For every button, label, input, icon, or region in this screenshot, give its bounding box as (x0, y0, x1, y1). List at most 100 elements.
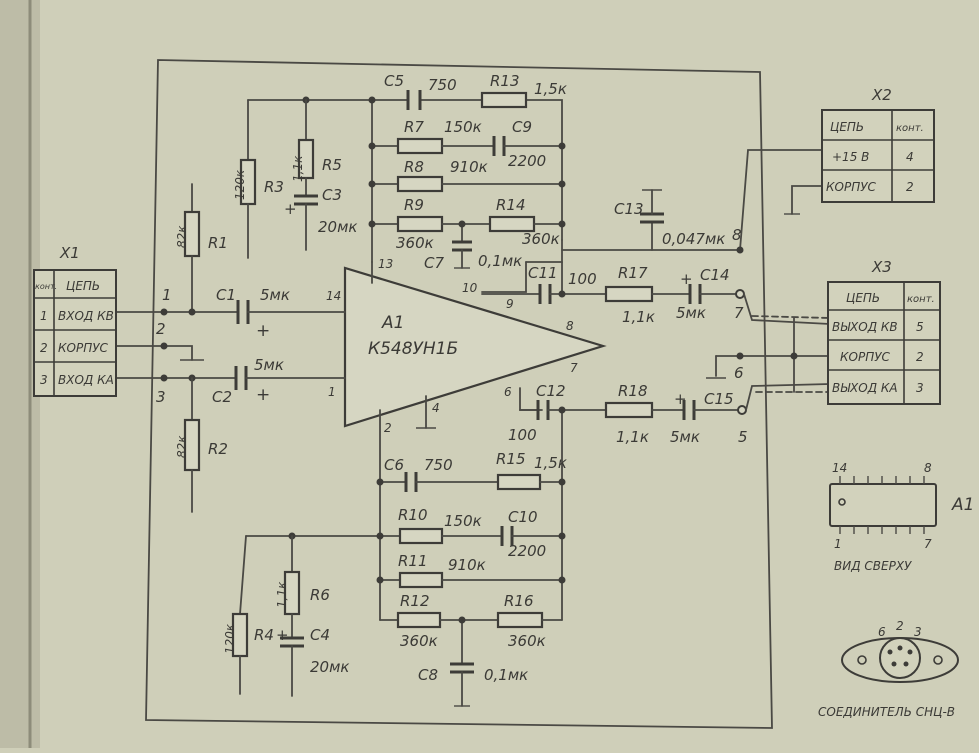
x1-row3-num: 3 (40, 373, 48, 387)
connector-pin-6: 6 (878, 625, 886, 639)
x2-title: X2 (871, 86, 892, 104)
ic-ref: A1 (951, 495, 974, 515)
node-5: 5 (738, 428, 748, 446)
r6-ref: R6 (310, 586, 330, 604)
c11-capacitor: C11 100 (481, 261, 607, 304)
r6-value: 1,1к (275, 581, 289, 608)
x1-row3-name: ВХОД КА (58, 373, 114, 387)
r13-top-value: 1,5к (534, 80, 567, 98)
r17-resistor (604, 285, 654, 303)
c14-value: 5мк (676, 304, 706, 322)
c12-capacitor: C12 100 (508, 382, 607, 483)
r3-r5-c3-network: R3 120к R5 1,1к C3 20мк + (233, 99, 357, 259)
r7-ref: R7 (404, 118, 424, 136)
x1-wire-1: 1 (162, 286, 172, 304)
x3-row2-num: 2 (916, 350, 924, 364)
c1-value: 5мк (260, 286, 290, 304)
input-network: R1 82к C1 5мк + 1 2 C2 5мк + 3 R2 82к (113, 183, 346, 513)
connector-caption: СОЕДИНИТЕЛЬ СНЦ-В (818, 705, 955, 719)
c13-ref: C13 (614, 200, 644, 218)
x1-row2-name: КОРПУС (58, 341, 109, 355)
c10-ref: C10 (508, 508, 538, 526)
r4-r6-c4-network: R4 120к R6 1,1к C4 20мк + (223, 535, 349, 697)
x3-row2-name: КОРПУС (840, 350, 891, 364)
c13-supply: C13 0,047мк 8 (561, 149, 831, 254)
x3-title: X3 (871, 258, 892, 276)
ic-package-top-view: 14 8 1 7 A1 ВИД СВЕРХУ (829, 461, 974, 573)
output-ka-chain: R18 1,1к C15 5мк + 5 (604, 382, 831, 446)
x1-wire-3: 3 (156, 388, 166, 406)
r15-resistor (496, 473, 542, 491)
r4-ref: R4 (254, 626, 274, 644)
x1-title: X1 (59, 244, 80, 262)
r2-value: 82к (175, 435, 189, 458)
r9-ref: R9 (404, 196, 424, 214)
x3-row1-name: ВЫХОД КВ (832, 320, 898, 334)
a1-part: К548УН1Б (368, 339, 458, 359)
r11-value: 910к (448, 556, 486, 574)
pin-10: 10 (462, 281, 478, 295)
x1-row1-name: ВХОД КВ (58, 309, 114, 323)
x2-header-num: конт. (896, 123, 924, 134)
c9-ref: C9 (512, 118, 532, 136)
x2-row2-num: 2 (906, 180, 914, 194)
pin-9: 9 (506, 297, 514, 311)
r5-ref: R5 (322, 156, 342, 174)
r10-value: 150к (444, 512, 482, 530)
pin-8: 8 (566, 319, 574, 333)
r18-resistor (604, 401, 654, 419)
x1-header-name: ЦЕПЬ (66, 279, 100, 293)
top-feedback-network: C5 750 R13 1,5к R7 150к C9 2200 R8 910к … (247, 72, 567, 272)
board-outline (145, 59, 773, 729)
c8-ref: C8 (418, 666, 438, 684)
ic-caption: ВИД СВЕРХУ (834, 559, 912, 573)
r12-value: 360к (400, 632, 438, 650)
c9-value: 2200 (508, 152, 546, 170)
r8-value: 910к (450, 158, 488, 176)
c7-value: 0,1мк (478, 252, 522, 270)
r11-resistor (398, 571, 444, 589)
r4-value: 120к (223, 623, 237, 654)
connector-pin-3: 3 (914, 625, 922, 639)
a1-ref: A1 (381, 313, 404, 333)
r17-value: 1,1к (622, 308, 655, 326)
c4-ref: C4 (310, 626, 330, 644)
c8-value: 0,1мк (484, 666, 528, 684)
r13-top-ref: R13 (490, 72, 520, 90)
pin-4: 4 (432, 401, 440, 415)
r10-ref: R10 (398, 506, 428, 524)
bottom-feedback-network: C6 750 R15 1,5к R10 150к C10 2200 R11 91… (245, 450, 567, 707)
r17-ref: R17 (618, 264, 648, 282)
c6-value: 750 (424, 456, 453, 474)
c2-ref: C2 (212, 388, 232, 406)
c2-plus: + (256, 385, 270, 405)
r11-ref: R11 (398, 552, 428, 570)
r15-ref: R15 (496, 450, 526, 468)
x3-row3-name: ВЫХОД КА (832, 381, 898, 395)
c7-ref: C7 (424, 254, 444, 272)
x3-connector-table: X3 ЦЕПЬ конт. ВЫХОД КВ 5 КОРПУС 2 ВЫХОД … (827, 258, 941, 405)
r5-value: 1,1к (291, 155, 305, 182)
c14-ref: C14 (700, 266, 730, 284)
output-kv-chain: R17 1,1к C14 5мк + 7 (604, 264, 831, 326)
r16-ref: R16 (504, 592, 534, 610)
r1-value: 82к (175, 225, 189, 248)
c4-plus: + (276, 626, 289, 644)
c12-ref: C12 (536, 382, 566, 400)
r16-resistor (496, 611, 544, 629)
c3-ref: C3 (322, 186, 342, 204)
op-amp-a1: A1 К548УН1Б 13 2 4 10 9 8 7 6 14 1 (326, 239, 607, 483)
r12-ref: R12 (400, 592, 430, 610)
x3-header-name: ЦЕПЬ (846, 291, 880, 305)
x1-wire-2: 2 (156, 320, 166, 338)
ic-pin-8: 8 (924, 461, 932, 475)
c15-plus: + (674, 390, 687, 408)
c15-value: 5мк (670, 428, 700, 446)
c12-value: 100 (508, 426, 537, 444)
ic-pin-1: 1 (834, 537, 842, 551)
c3-value: 20мк (318, 218, 357, 236)
c13-value: 0,047мк (662, 230, 725, 248)
ic-pin-14: 14 (832, 461, 847, 475)
